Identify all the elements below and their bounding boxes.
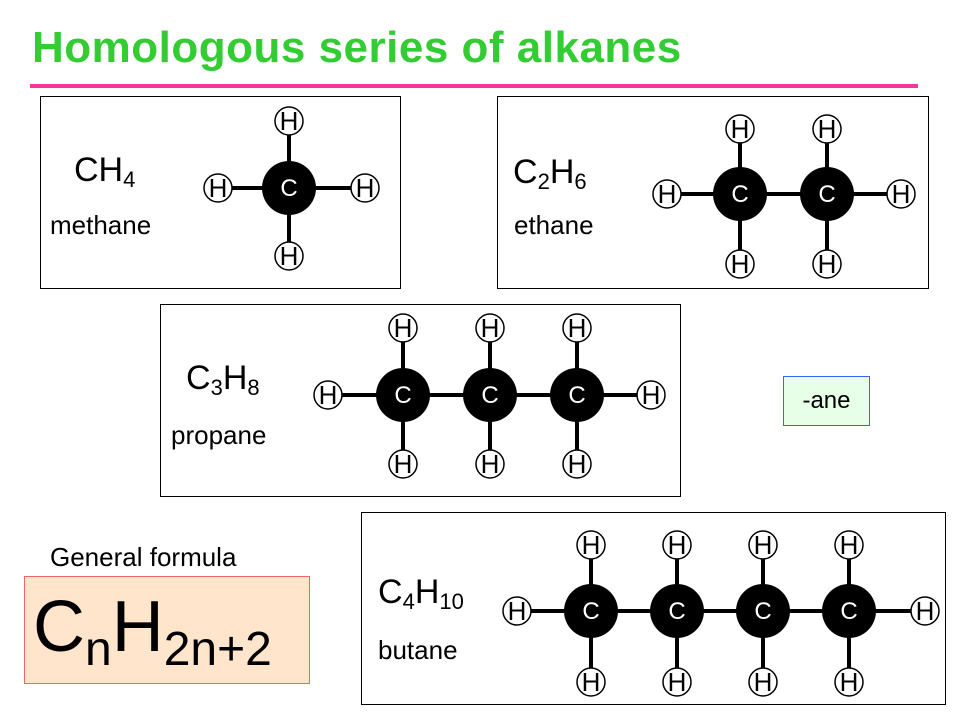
butane-hydrogen-circle (576, 667, 606, 697)
methane-hydrogen-circle (350, 173, 380, 203)
ethane-hydrogen-circle (886, 179, 916, 209)
propane-hydrogen-circle (636, 380, 666, 410)
butane-hydrogen-label: H (916, 596, 935, 626)
propane-hydrogen-label: H (481, 449, 500, 479)
methane-name: methane (50, 210, 152, 240)
ethane-hydrogen-label: H (818, 249, 837, 279)
butane-hydrogen-circle (834, 530, 864, 560)
butane-hydrogen-circle (748, 667, 778, 697)
propane-carbon-label: C (568, 382, 585, 409)
propane-hydrogen-circle (313, 380, 343, 410)
butane-carbon-label: C (668, 598, 685, 625)
propane-hydrogen-circle (388, 313, 418, 343)
methane-hydrogen-circle (274, 241, 304, 271)
propane-carbon-circle (550, 368, 604, 422)
methane-formula: CH4 (74, 151, 136, 192)
butane-formula: C4H10 (378, 573, 464, 614)
ethane-carbon-label: C (818, 181, 835, 208)
propane-hydrogen-label: H (481, 313, 500, 343)
ethane-hydrogen-label: H (731, 114, 750, 144)
methane-carbon-label: C (280, 175, 297, 202)
butane-hydrogen-circle (662, 530, 692, 560)
ethane-carbon-circle (800, 167, 854, 221)
general-formula-label: General formula (50, 542, 237, 572)
ethane-formula: C2H6 (513, 153, 587, 194)
methane-hydrogen-label: H (280, 241, 299, 271)
propane-hydrogen-circle (388, 449, 418, 479)
butane-carbon-circle (822, 584, 876, 638)
methane-hydrogen-circle (203, 173, 233, 203)
butane-carbon-circle (736, 584, 790, 638)
ethane-hydrogen-label: H (892, 179, 911, 209)
propane-carbon-circle (376, 368, 430, 422)
butane-hydrogen-label: H (754, 667, 773, 697)
butane-hydrogen-circle (662, 667, 692, 697)
propane-formula: C3H8 (186, 359, 260, 400)
propane-carbon-label: C (394, 382, 411, 409)
butane-hydrogen-circle (576, 530, 606, 560)
butane-hydrogen-label: H (840, 530, 859, 560)
butane-hydrogen-label: H (582, 530, 601, 560)
ethane-carbon-circle (713, 167, 767, 221)
methane-hydrogen-label: H (280, 106, 299, 136)
propane-hydrogen-label: H (394, 449, 413, 479)
methane-carbon-circle (262, 161, 316, 215)
propane-hydrogen-label: H (319, 380, 338, 410)
ethane-hydrogen-circle (812, 249, 842, 279)
butane-hydrogen-circle (910, 596, 940, 626)
butane-carbon-label: C (754, 598, 771, 625)
propane-hydrogen-label: H (642, 380, 661, 410)
propane-name: propane (171, 420, 267, 450)
ethane-hydrogen-circle (812, 114, 842, 144)
propane-hydrogen-label: H (394, 313, 413, 343)
butane-hydrogen-label: H (668, 667, 687, 697)
ethane-hydrogen-label: H (731, 249, 750, 279)
methane-hydrogen-label: H (356, 173, 375, 203)
ethane-hydrogen-circle (652, 179, 682, 209)
ethane-hydrogen-circle (725, 114, 755, 144)
general-formula: CnH2n+2 (24, 576, 310, 684)
butane-carbon-circle (564, 584, 618, 638)
title-underline (30, 84, 918, 88)
propane-hydrogen-circle (475, 313, 505, 343)
propane-hydrogen-label: H (568, 449, 587, 479)
propane-hydrogen-label: H (568, 313, 587, 343)
butane-hydrogen-label: H (508, 596, 527, 626)
butane-hydrogen-label: H (582, 667, 601, 697)
propane-hydrogen-circle (562, 449, 592, 479)
suffix-label: -ane (783, 376, 870, 426)
butane-hydrogen-circle (834, 667, 864, 697)
butane-carbon-label: C (582, 598, 599, 625)
ethane-carbon-label: C (731, 181, 748, 208)
butane-hydrogen-circle (748, 530, 778, 560)
butane-name: butane (378, 635, 458, 665)
butane-hydrogen-circle (502, 596, 532, 626)
ethane-name: ethane (514, 210, 594, 240)
methane-hydrogen-circle (274, 106, 304, 136)
butane-hydrogen-label: H (754, 530, 773, 560)
butane-carbon-circle (650, 584, 704, 638)
propane-carbon-label: C (481, 382, 498, 409)
butane-hydrogen-label: H (668, 530, 687, 560)
methane-hydrogen-label: H (209, 173, 228, 203)
propane-hydrogen-circle (475, 449, 505, 479)
propane-carbon-circle (463, 368, 517, 422)
butane-hydrogen-label: H (840, 667, 859, 697)
propane-hydrogen-circle (562, 313, 592, 343)
ethane-hydrogen-label: H (818, 114, 837, 144)
butane-carbon-label: C (840, 598, 857, 625)
ethane-hydrogen-circle (725, 249, 755, 279)
slide-title: Homologous series of alkanes (32, 23, 682, 72)
ethane-hydrogen-label: H (658, 179, 677, 209)
